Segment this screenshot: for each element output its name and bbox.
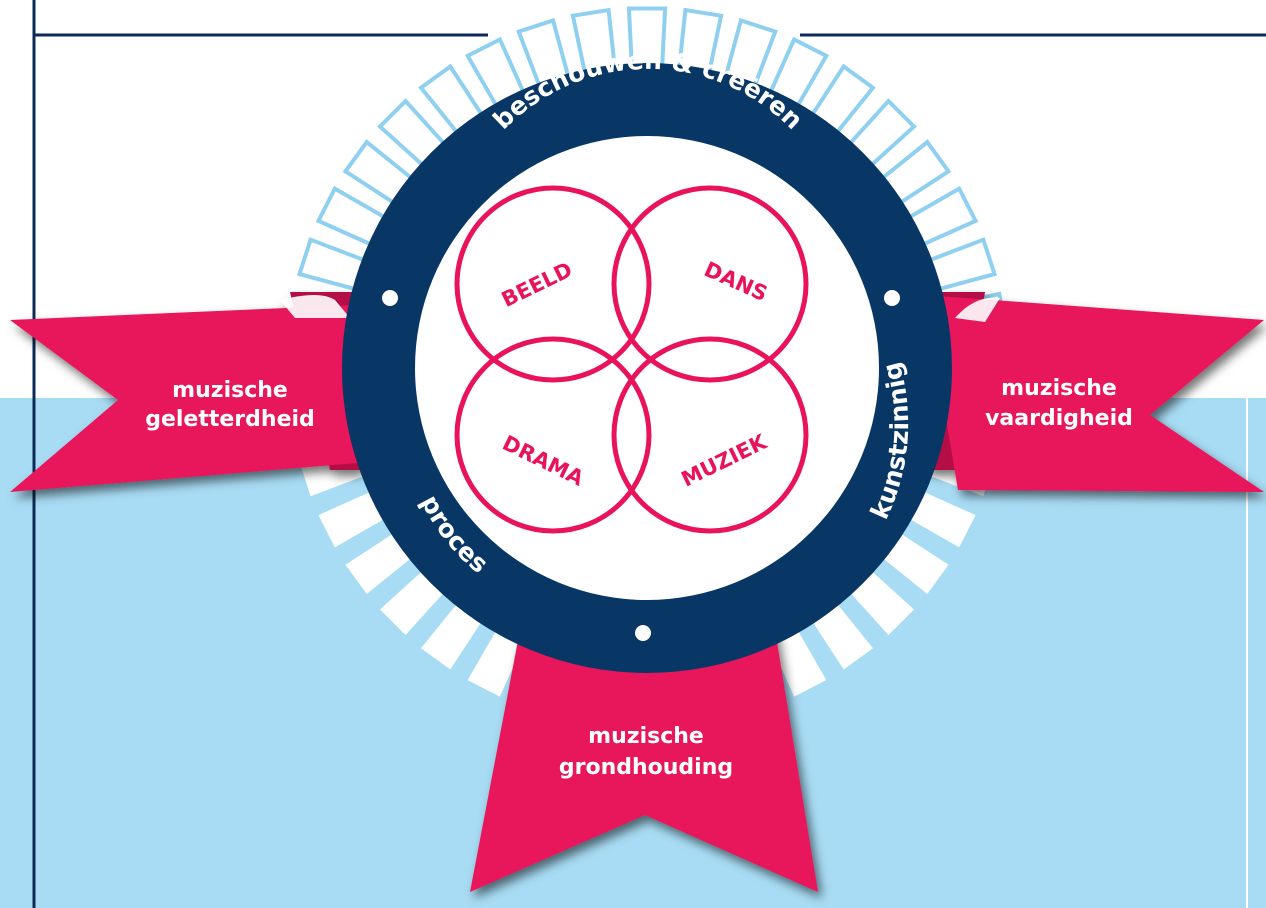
ribbon-bottom-line1: muzische xyxy=(588,724,704,749)
ribbon-bottom xyxy=(470,630,818,892)
ribbon-right-line2: vaardigheid xyxy=(985,406,1133,431)
ring-dot-right xyxy=(884,290,900,306)
venn-circles xyxy=(454,185,809,534)
ribbon-left-line2: geletterdheid xyxy=(145,407,315,432)
venn-circle-drama xyxy=(454,336,652,534)
ribbon-right-line1: muzische xyxy=(1001,376,1117,401)
venn-circle-dans xyxy=(611,185,809,383)
ribbon-left-line1: muzische xyxy=(172,378,288,403)
ring-dot-left xyxy=(382,290,398,306)
medallion-white-center xyxy=(415,136,879,600)
ribbon-left xyxy=(10,292,370,492)
venn-circle-muziek xyxy=(611,336,809,534)
venn-circle-beeld xyxy=(454,185,652,383)
ribbon-bottom-line2: grondhouding xyxy=(559,755,733,780)
ring-dot-bottom xyxy=(635,625,651,641)
